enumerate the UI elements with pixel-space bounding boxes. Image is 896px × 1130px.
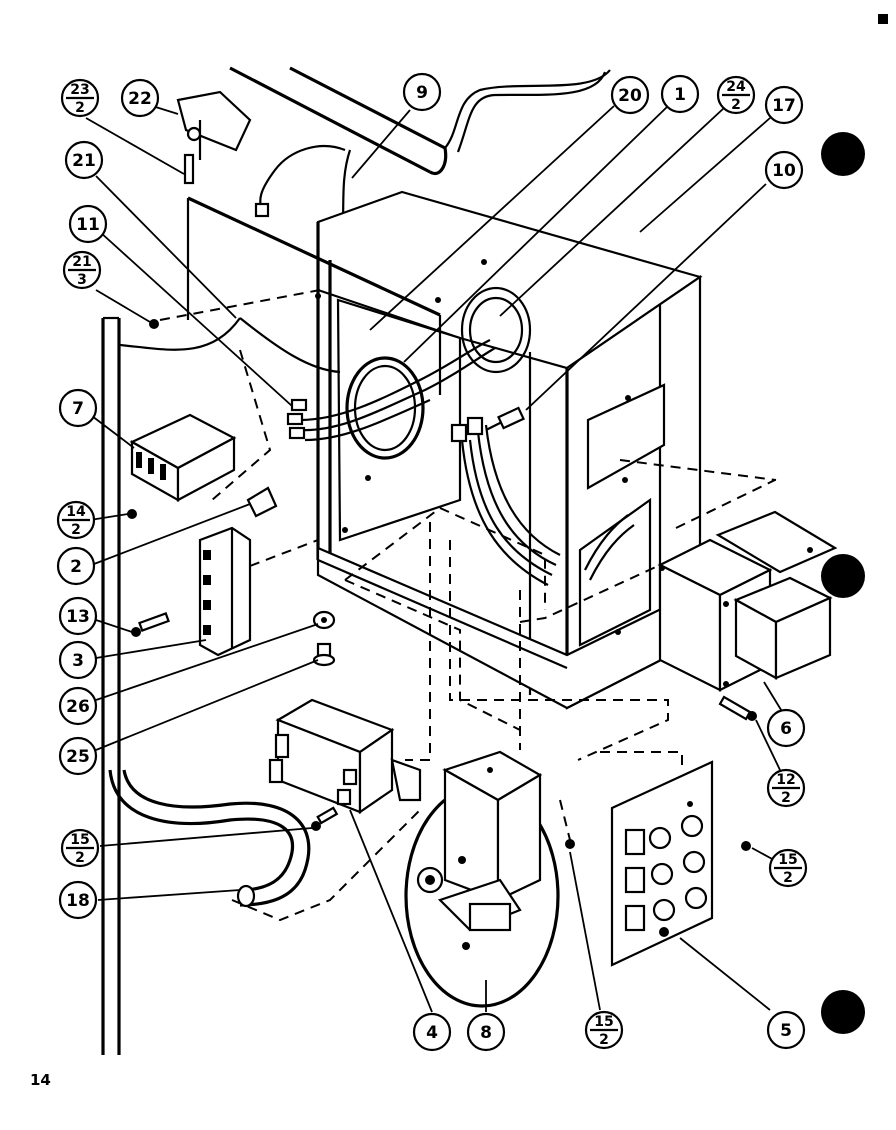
- svg-text:7: 7: [72, 399, 84, 419]
- svg-text:2: 2: [599, 1032, 609, 1048]
- svg-text:5: 5: [780, 1021, 792, 1041]
- callout-15-2-right: 15 2: [768, 848, 808, 888]
- callout-11: 11: [68, 204, 108, 244]
- callout-21-3: 21 3: [62, 250, 102, 290]
- screw-12: [718, 695, 757, 721]
- assembly-lines: [159, 289, 777, 922]
- svg-text:8: 8: [480, 1023, 492, 1043]
- svg-text:2: 2: [75, 100, 85, 116]
- svg-text:2: 2: [71, 522, 81, 538]
- flex-conduit-18: [108, 769, 311, 908]
- svg-text:4: 4: [426, 1023, 438, 1043]
- callout-2: 2: [56, 546, 96, 586]
- control-cabinet: [315, 190, 703, 710]
- svg-text:2: 2: [70, 557, 82, 577]
- callout-9: 9: [402, 72, 442, 112]
- punch-hole-top: [821, 132, 865, 176]
- overhead-conduit: [229, 66, 611, 175]
- registration-mark-top: [878, 14, 888, 24]
- svg-text:25: 25: [66, 747, 90, 767]
- svg-text:21: 21: [72, 151, 96, 171]
- svg-text:17: 17: [772, 96, 796, 116]
- control-panel-5: [610, 760, 714, 967]
- capacitor-4: [268, 698, 422, 815]
- svg-text:3: 3: [72, 651, 84, 671]
- side-panel: [101, 316, 121, 1055]
- svg-text:21: 21: [72, 254, 91, 270]
- callout-7: 7: [58, 388, 98, 428]
- terminal-strip-3: [198, 526, 252, 657]
- callout-14-2: 14 2: [56, 500, 96, 540]
- callout-3: 3: [58, 640, 98, 680]
- callout-24-2: 24 2: [716, 75, 756, 115]
- grommet-26: [312, 610, 336, 630]
- wire-harness-11: [119, 317, 496, 460]
- svg-text:22: 22: [128, 89, 152, 109]
- svg-text:2: 2: [781, 790, 791, 806]
- motor-bracket-8: [404, 750, 560, 1008]
- svg-text:3: 3: [77, 272, 87, 288]
- svg-text:9: 9: [416, 83, 428, 103]
- page-number: 14: [30, 1071, 51, 1089]
- svg-text:14: 14: [66, 504, 86, 520]
- callout-1: 1: [660, 74, 700, 114]
- punch-hole-bottom: [821, 990, 865, 1034]
- svg-text:15: 15: [778, 852, 797, 868]
- svg-text:20: 20: [618, 86, 642, 106]
- callout-10: 10: [764, 150, 804, 190]
- screw-14: [127, 509, 137, 519]
- svg-text:1: 1: [674, 85, 686, 105]
- callout-15-2-left: 15 2: [60, 828, 100, 868]
- callout-4: 4: [412, 1012, 452, 1052]
- callout-8: 8: [466, 1012, 506, 1052]
- screw-15-left: [311, 806, 339, 831]
- wire-nut-2: [246, 486, 278, 518]
- callout-25: 25: [58, 736, 98, 776]
- callout-22: 22: [120, 78, 160, 118]
- screw-15-right: [741, 841, 751, 851]
- callout-21: 21: [64, 140, 104, 180]
- relay-7: [129, 413, 237, 502]
- svg-text:12: 12: [776, 772, 795, 788]
- svg-text:15: 15: [594, 1014, 613, 1030]
- svg-text:10: 10: [772, 161, 796, 181]
- screw-15-bottom: [565, 839, 575, 849]
- svg-text:2: 2: [75, 850, 85, 866]
- callout-5: 5: [766, 1010, 806, 1050]
- svg-text:11: 11: [76, 215, 100, 235]
- punch-hole-middle: [821, 554, 865, 598]
- svg-text:24: 24: [726, 79, 746, 95]
- svg-text:23: 23: [70, 82, 89, 98]
- screw-21: [149, 319, 159, 329]
- svg-text:6: 6: [780, 719, 792, 739]
- callout-18: 18: [58, 880, 98, 920]
- screw-13: [131, 612, 170, 637]
- callout-23-2: 23 2: [60, 78, 100, 118]
- callout-13: 13: [58, 596, 98, 636]
- svg-text:13: 13: [66, 607, 90, 627]
- leader-lines: [85, 103, 787, 1013]
- callout-20: 20: [610, 75, 650, 115]
- callout-17: 17: [764, 85, 804, 125]
- transformer-6: [657, 510, 838, 692]
- callout-6: 6: [766, 708, 806, 748]
- svg-text:2: 2: [783, 870, 793, 886]
- callout-26: 26: [58, 686, 98, 726]
- callout-12-2: 12 2: [766, 768, 806, 808]
- svg-text:26: 26: [66, 697, 90, 717]
- bushing-25: [312, 642, 336, 667]
- svg-text:15: 15: [70, 832, 89, 848]
- svg-text:18: 18: [66, 891, 90, 911]
- switch-22: [176, 90, 252, 185]
- callout-15-2-bottom: 15 2: [584, 1010, 624, 1050]
- svg-text:2: 2: [731, 97, 741, 113]
